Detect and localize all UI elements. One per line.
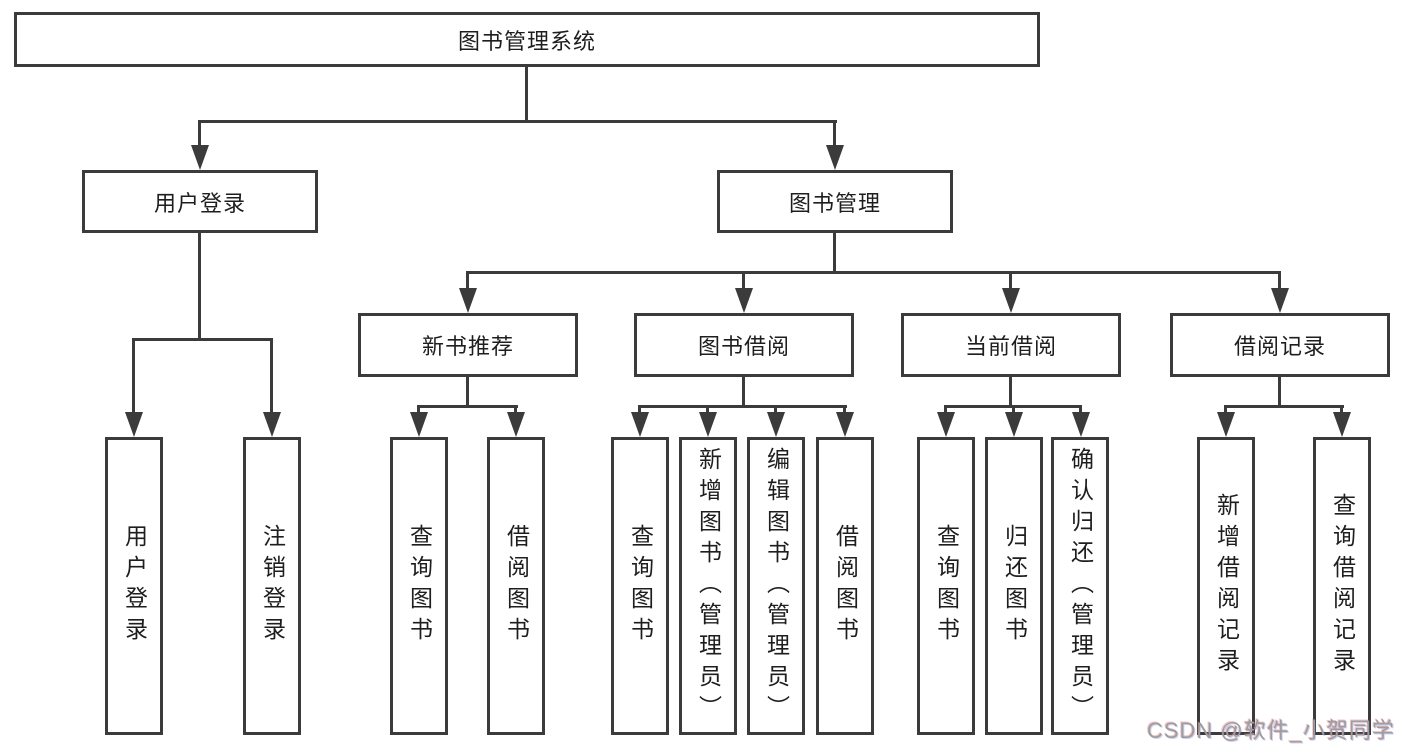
node-leaf-borrow-books-2: 借阅图书: [816, 437, 874, 735]
node-user-login: 用户登录: [82, 170, 318, 233]
connector-line: [1009, 377, 1012, 405]
node-label: 查询图书: [933, 524, 960, 648]
node-label: 归还图书: [1001, 524, 1028, 648]
node-new-book-recommend: 新书推荐: [358, 313, 578, 377]
node-label: 确认归还（管理员）: [1067, 446, 1094, 726]
node-label: 用户登录: [121, 524, 148, 648]
node-label: 查询图书: [627, 524, 654, 648]
connector-line: [417, 405, 518, 408]
node-leaf-logout: 注销登录: [243, 437, 301, 735]
arrow-down-icon: [270, 338, 273, 412]
arrow-down-icon: [466, 271, 469, 288]
node-label: 注销登录: [259, 524, 286, 648]
node-leaf-add-borrow-record: 新增借阅记录: [1197, 437, 1255, 735]
node-label: 查询图书: [406, 524, 433, 648]
arrow-down-icon: [132, 338, 135, 412]
arrow-down-icon: [417, 405, 420, 412]
arrow-down-icon: [638, 405, 641, 412]
arrow-down-icon: [514, 405, 517, 412]
node-leaf-add-books-admin: 新增图书（管理员）: [679, 437, 737, 735]
node-leaf-user-login: 用户登录: [105, 437, 163, 735]
node-label: 新增借阅记录: [1213, 493, 1240, 679]
node-label: 编辑图书（管理员）: [763, 446, 790, 726]
arrow-down-icon: [706, 405, 709, 412]
connector-line: [1224, 405, 1344, 408]
connector-line: [132, 338, 273, 341]
connector-line: [198, 120, 837, 123]
connector-line: [198, 233, 201, 338]
node-label: 借阅图书: [832, 524, 859, 648]
node-current-borrowing: 当前借阅: [901, 313, 1121, 377]
arrow-down-icon: [1079, 405, 1082, 412]
arrow-down-icon: [944, 405, 947, 412]
csdn-watermark: CSDN @软件_小贺同学: [1146, 718, 1395, 743]
node-book-borrowing: 图书借阅: [634, 313, 854, 377]
connector-line: [466, 271, 1281, 274]
node-book-management-system: 图书管理系统: [14, 12, 1040, 67]
node-leaf-return-books: 归还图书: [985, 437, 1043, 735]
arrow-down-icon: [198, 120, 201, 145]
connector-line: [1278, 377, 1281, 405]
connector-line: [525, 67, 528, 120]
arrow-down-icon: [742, 271, 745, 288]
connector-line: [638, 405, 847, 408]
connector-line: [742, 377, 745, 405]
arrow-down-icon: [833, 120, 836, 145]
connector-line: [833, 233, 836, 271]
arrow-down-icon: [1224, 405, 1227, 412]
node-label: 查询借阅记录: [1329, 493, 1356, 679]
arrow-down-icon: [774, 405, 777, 412]
node-label: 新增图书（管理员）: [695, 446, 722, 726]
arrow-down-icon: [1340, 405, 1343, 412]
node-label: 借阅图书: [503, 524, 530, 648]
node-leaf-edit-books-admin: 编辑图书（管理员）: [747, 437, 805, 735]
node-book-management: 图书管理: [717, 170, 953, 233]
node-leaf-confirm-return-admin: 确认归还（管理员）: [1051, 437, 1109, 735]
node-leaf-query-books-3: 查询图书: [917, 437, 975, 735]
arrow-down-icon: [1012, 405, 1015, 412]
connector-line: [466, 377, 469, 405]
node-leaf-query-books-1: 查询图书: [390, 437, 448, 735]
node-borrowing-records: 借阅记录: [1170, 313, 1390, 377]
arrow-down-icon: [1009, 271, 1012, 288]
arrow-down-icon: [843, 405, 846, 412]
arrow-down-icon: [1278, 271, 1281, 288]
node-leaf-query-borrow-record: 查询借阅记录: [1313, 437, 1371, 735]
node-leaf-query-books-2: 查询图书: [611, 437, 669, 735]
node-leaf-borrow-books-1: 借阅图书: [487, 437, 545, 735]
